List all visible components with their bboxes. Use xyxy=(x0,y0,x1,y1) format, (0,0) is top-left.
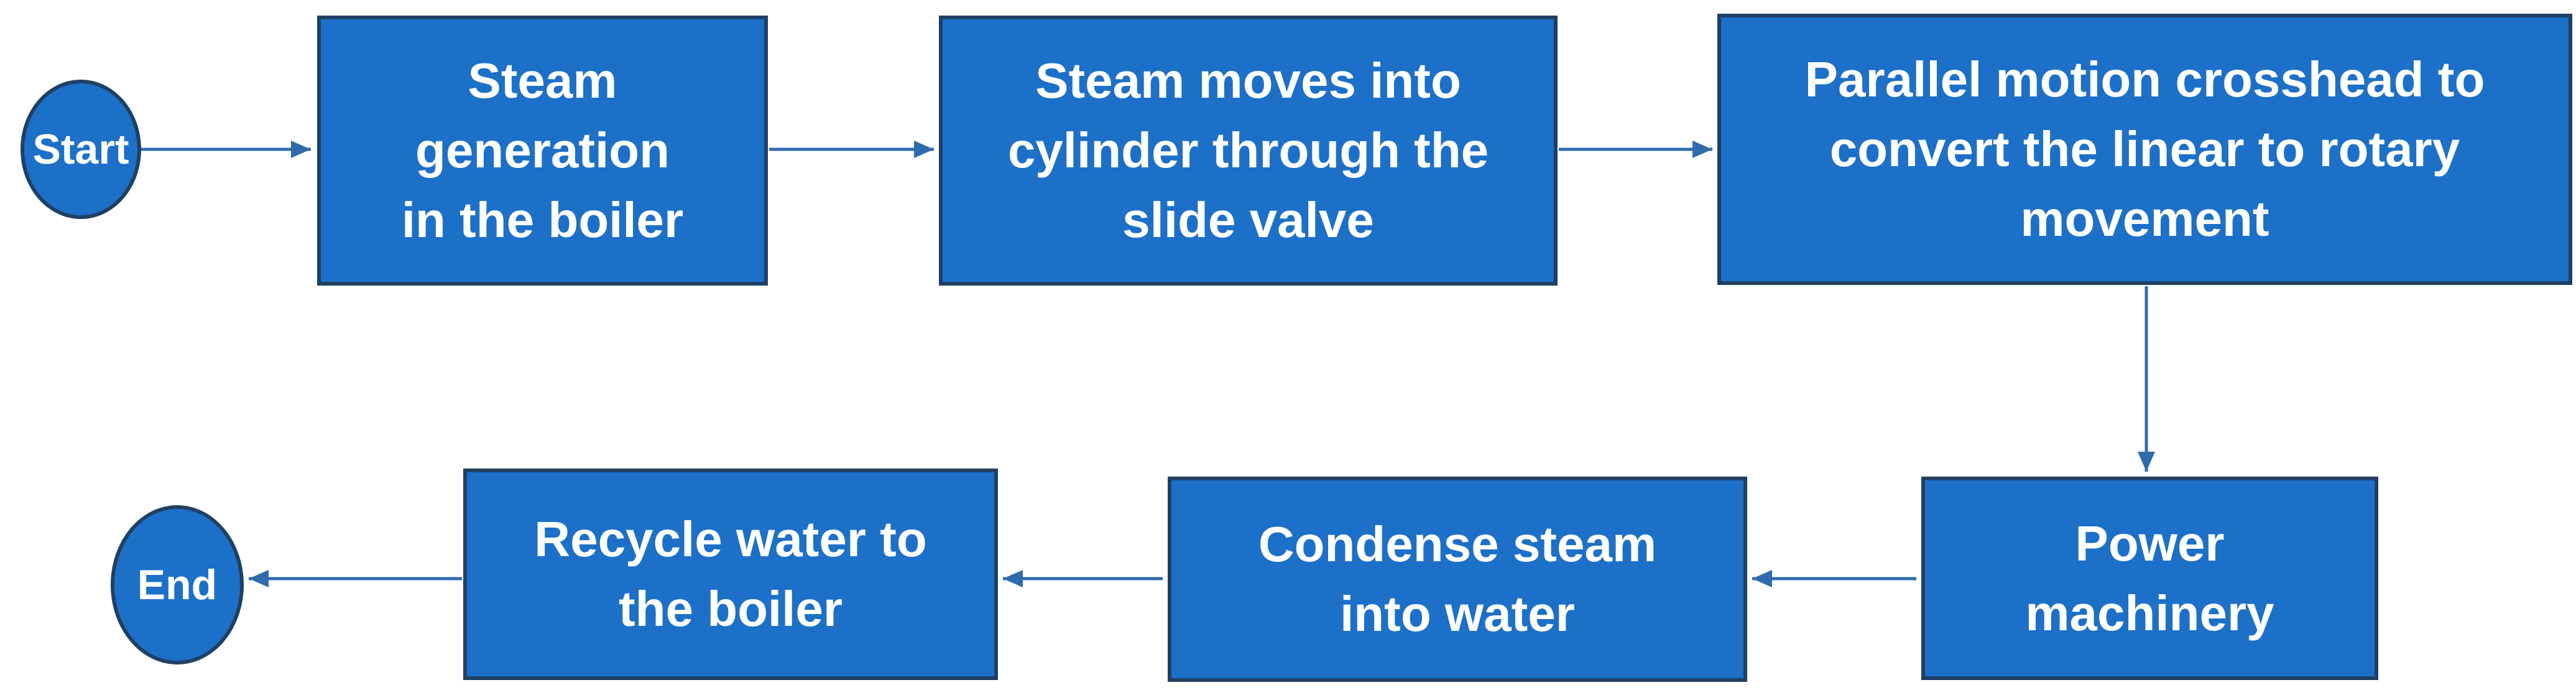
node-steam-moves-label: Steam moves into cylinder through the sl… xyxy=(1007,53,1489,248)
node-steam-generation: Steam generation in the boiler xyxy=(317,16,768,286)
node-condense-steam-label: Condense steam into water xyxy=(1258,516,1657,641)
end-terminal-label: End xyxy=(137,561,218,608)
node-parallel-motion-label: Parallel motion crosshead to convert the… xyxy=(1804,52,2485,246)
node-parallel-motion: Parallel motion crosshead to convert the… xyxy=(1717,14,2572,285)
start-terminal-label: Start xyxy=(32,126,129,173)
node-power-machinery: Power machinery xyxy=(1921,477,2378,680)
start-terminal: Start xyxy=(21,80,141,219)
node-recycle-water: Recycle water to the boiler xyxy=(463,469,998,680)
node-power-machinery-label: Power machinery xyxy=(2025,515,2274,641)
node-condense-steam: Condense steam into water xyxy=(1168,477,1747,682)
node-steam-moves: Steam moves into cylinder through the sl… xyxy=(939,16,1558,286)
node-recycle-water-label: Recycle water to the boiler xyxy=(534,511,927,636)
node-steam-generation-label: Steam generation in the boiler xyxy=(401,53,684,248)
end-terminal: End xyxy=(111,505,244,664)
